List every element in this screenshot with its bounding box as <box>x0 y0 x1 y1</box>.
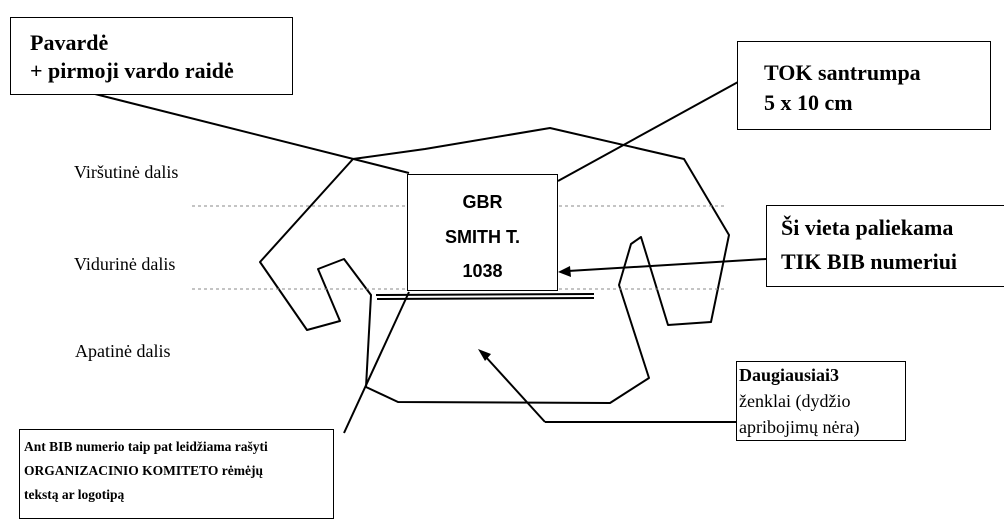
surname-callout: Pavardė + pirmoji vardo raidė <box>10 17 293 95</box>
region-label-upper: Viršutinė dalis <box>74 162 179 182</box>
noc-callout: TOK santrumpa 5 x 10 cm <box>737 41 991 130</box>
jacket-outline <box>259 127 730 404</box>
waist-seam-line-2 <box>376 297 595 300</box>
bib-country: GBR <box>462 192 503 212</box>
bib-name: SMITH T. <box>445 227 520 247</box>
bib-only-callout: Ši vieta paliekama TIK BIB numeriui <box>766 205 1004 287</box>
noc-leader-line <box>557 81 739 182</box>
max-logos-callout-line3: apribojimų nėra) <box>739 417 860 437</box>
bib-only-callout-line1: Ši vieta paliekama <box>781 215 954 240</box>
sponsor-leader-line <box>343 291 410 434</box>
max-logos-arrowhead <box>478 349 491 361</box>
noc-callout-line1: TOK santrumpa <box>764 60 921 85</box>
max-logos-callout-line1: Daugiausiai3 <box>739 365 840 385</box>
bib-number: 1038 <box>462 261 503 281</box>
waist-seam-line-1 <box>375 293 595 296</box>
region-label-lower: Apatinė dalis <box>75 341 171 361</box>
max-logos-callout-line2: ženklai (dydžio <box>739 391 851 411</box>
max-logos-callout: Daugiausiai3 ženklai (dydžio apribojimų … <box>736 361 906 441</box>
region-label-middle: Vidurinė dalis <box>74 254 176 274</box>
max-logos-leader-line-diagonal <box>484 355 546 423</box>
sponsor-callout-line2: ORGANIZACINIO KOMITETO rėmėjų <box>24 463 264 478</box>
sponsor-callout-line3: tekstą ar logotipą <box>24 487 125 502</box>
noc-callout-line2: 5 x 10 cm <box>764 90 853 115</box>
sponsor-callout-line1: Ant BIB numerio taip pat leidžiama rašyt… <box>24 439 268 454</box>
surname-callout-line2: + pirmoji vardo raidė <box>30 58 234 83</box>
sponsor-callout: Ant BIB numerio taip pat leidžiama rašyt… <box>19 429 334 519</box>
bib-only-leader-line <box>567 258 767 272</box>
bib-only-callout-line2: TIK BIB numeriui <box>781 249 958 274</box>
bib-card: GBR SMITH T. 1038 <box>407 174 558 291</box>
bib-only-arrowhead <box>558 266 571 277</box>
surname-leader-line <box>94 93 410 174</box>
surname-callout-line1: Pavardė <box>30 30 109 55</box>
jacket-diagram <box>94 81 767 434</box>
